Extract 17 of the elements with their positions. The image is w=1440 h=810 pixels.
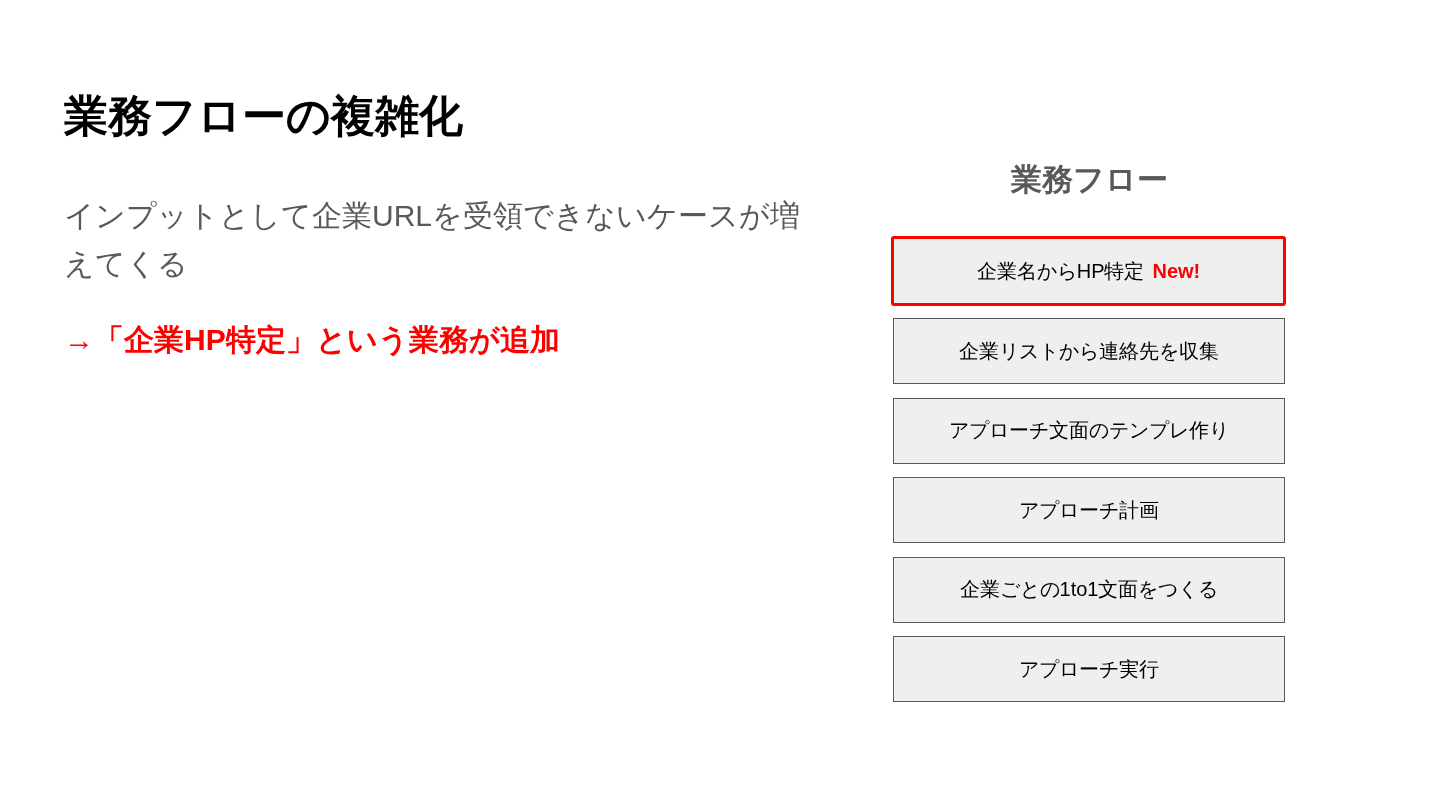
step-label: アプローチ文面のテンプレ作り [949, 418, 1229, 444]
process-box [893, 636, 1285, 703]
new-tag: New! [1152, 259, 1201, 283]
body-text: インプットとして企業URLを受領できないケースが増えてくる [64, 198, 801, 282]
step-label: アプローチ計画 [1019, 497, 1159, 523]
step-label: 企業ごとの1to1文面をつくる [959, 577, 1219, 603]
process-box [893, 477, 1285, 544]
process-box [893, 318, 1285, 384]
slide-title: 業務フローの複雑化 [64, 90, 463, 142]
process-box [893, 397, 1285, 464]
process-box [893, 556, 1285, 623]
highlight-text: →「企業HP特定」という業務が追加 [64, 322, 560, 358]
step-label: 企業名からHP特定 [976, 258, 1145, 284]
step-label: アプローチ実行 [1019, 656, 1159, 682]
process-box [891, 236, 1286, 306]
column-heading: 業務フロー [1009, 161, 1169, 199]
step-label: 企業リストから連絡先を収集 [959, 338, 1219, 364]
